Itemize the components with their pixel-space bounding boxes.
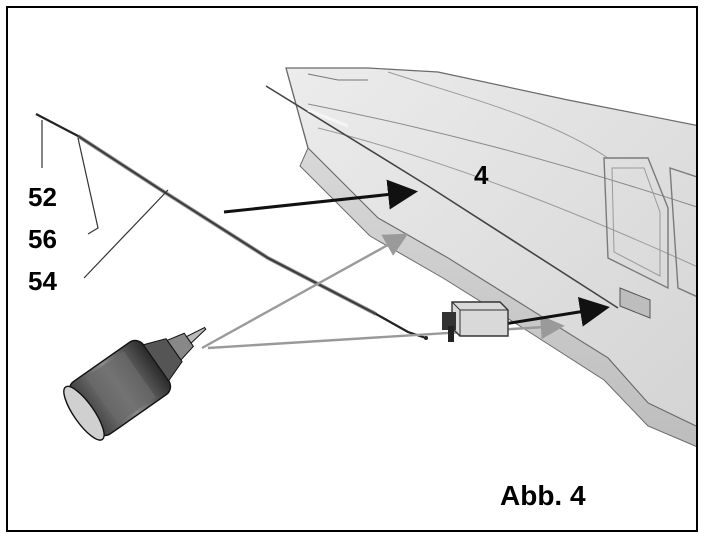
assembly-diagram: [35, 67, 696, 447]
arrow-servo-to-fuselage: [503, 296, 610, 327]
servo-icon: [442, 301, 509, 342]
arrow-cable-to-fuselage: [223, 179, 418, 214]
fuselage-part-4: [265, 67, 696, 447]
part-label-54: 54: [28, 266, 57, 296]
pushrod-cable-icon: [35, 113, 428, 340]
part-label-56: 56: [28, 224, 57, 254]
figure-caption: Abb. 4: [500, 480, 586, 511]
part-label-4: 4: [474, 160, 489, 190]
figure-frame: 52 56 54 4 Abb. 4: [6, 6, 698, 532]
part-label-52: 52: [28, 182, 57, 212]
arrow-oil-to-fuselage: [201, 233, 409, 350]
leader-lines: [41, 120, 169, 279]
oil-bottle-icon: [63, 326, 207, 441]
